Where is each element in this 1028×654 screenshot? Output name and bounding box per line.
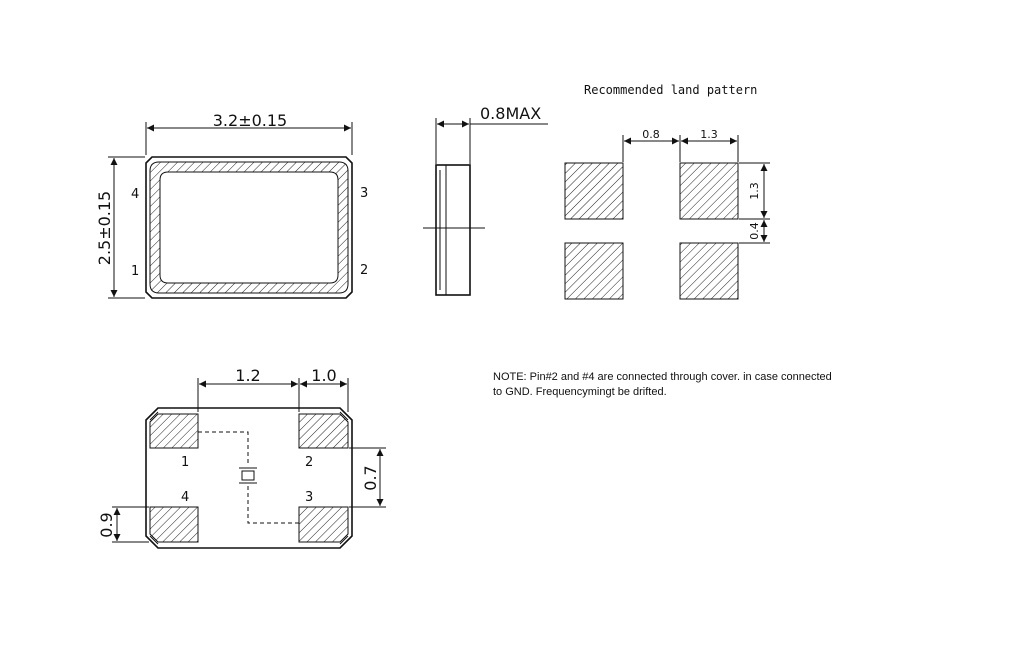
land-pattern: Recommended land pattern 0.8 1.3 1.3 0.4 <box>564 83 770 300</box>
top-pin-3: 3 <box>360 186 368 201</box>
top-view-body-outline <box>145 156 353 299</box>
bottom-pin-4: 4 <box>181 490 189 505</box>
bottom-pin-2: 2 <box>305 455 313 470</box>
side-view-body <box>435 164 471 296</box>
land-pad-height-dimension: 1.3 <box>748 182 761 200</box>
note-line-1: NOTE: Pin#2 and #4 are connected through… <box>493 371 832 383</box>
bottom-pad-3 <box>298 506 349 543</box>
bottom-view-body-outline <box>145 407 353 549</box>
side-view: 0.8MAX <box>423 104 548 296</box>
land-pad-bottom-left <box>564 242 624 300</box>
top-view-seal-ring <box>149 161 349 294</box>
bottom-view: 1 2 4 3 1.2 1.0 0.7 0.9 <box>97 366 386 549</box>
land-pad-top-right <box>679 162 739 220</box>
bottom-pin-3: 3 <box>305 490 313 505</box>
land-pad-bottom-right <box>679 242 739 300</box>
bottom-pitch-dimension: 1.2 <box>235 366 260 385</box>
bottom-pad-width-dimension: 1.0 <box>311 366 336 385</box>
land-pattern-title: Recommended land pattern <box>584 83 757 97</box>
top-view: 3.2±0.15 2.5±0.15 4 1 3 2 <box>95 111 368 299</box>
bottom-pad-height-dimension: 0.9 <box>97 512 116 537</box>
top-height-dimension: 2.5±0.15 <box>95 191 114 265</box>
top-pin-2: 2 <box>360 263 368 278</box>
side-thickness-dimension: 0.8MAX <box>480 104 541 123</box>
top-pin-4: 4 <box>131 187 139 202</box>
land-gap-x-dimension: 0.8 <box>642 128 660 141</box>
bottom-pad-1 <box>149 413 199 449</box>
bottom-pad-4 <box>149 506 199 543</box>
crystal-symbol-icon <box>239 467 257 484</box>
connection-note: NOTE: Pin#2 and #4 are connected through… <box>493 370 893 400</box>
land-gap-y-dimension: 0.4 <box>748 222 761 240</box>
top-width-dimension: 3.2±0.15 <box>213 111 287 130</box>
top-pin-1: 1 <box>131 264 139 279</box>
bottom-pad-2 <box>298 413 349 449</box>
bottom-pad-gap-dimension: 0.7 <box>361 465 380 490</box>
land-pad-top-left <box>564 162 624 220</box>
note-line-2: to GND. Frequencymingt be drifted. <box>493 386 667 398</box>
land-pad-width-dimension: 1.3 <box>700 128 718 141</box>
bottom-pin-1: 1 <box>181 455 189 470</box>
